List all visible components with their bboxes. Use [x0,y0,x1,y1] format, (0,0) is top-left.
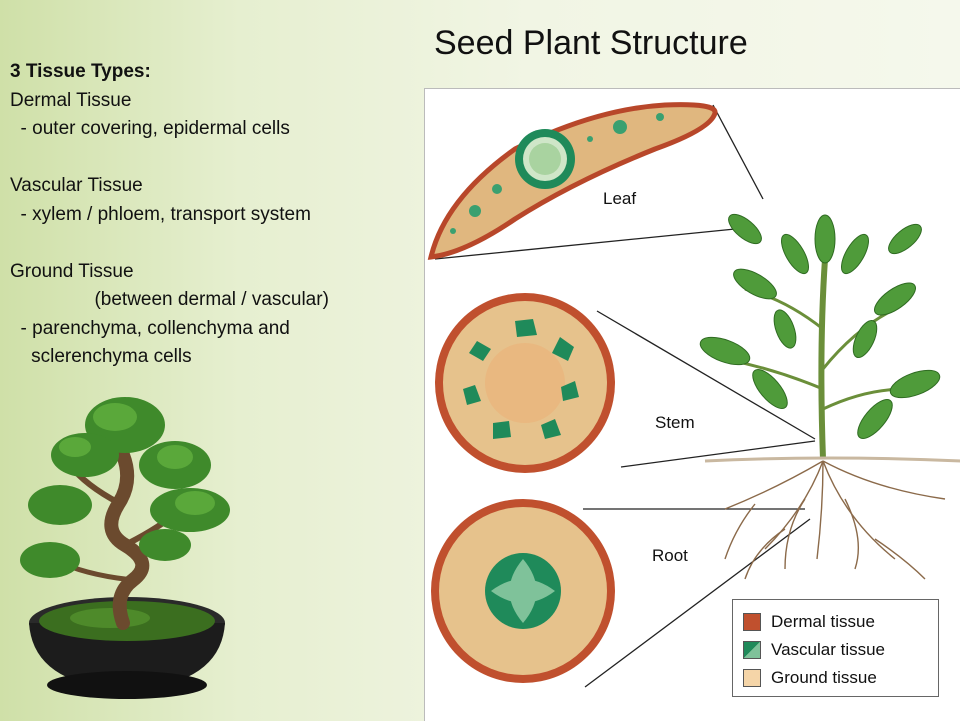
root-cross-section [431,499,615,683]
legend-item-dermal: Dermal tissue [743,608,938,636]
text-line: Vascular Tissue [10,175,143,196]
dermal-swatch [743,613,761,631]
leaf-label: Leaf [603,189,637,208]
plant-structure-diagram: Leaf Stem Root Dermal tissue Vascular ti… [424,88,960,721]
tissue-types-text: 3 Tissue Types: Dermal Tissue - outer co… [10,58,420,372]
tissue-types-heading: 3 Tissue Types: [10,61,151,82]
text-line: - parenchyma, collenchyma and [10,317,290,339]
text-gap [10,144,420,173]
root-label: Root [652,546,688,565]
text-line: - xylem / phloem, transport system [10,203,311,225]
text-line: Dermal Tissue [10,89,132,111]
vascular-swatch [743,641,761,659]
bonsai-tree-image [20,397,230,699]
whole-plant-illustration [699,213,960,580]
text-line: Ground Tissue [10,260,134,282]
legend-label: Dermal tissue [771,612,875,631]
stem-label: Stem [655,413,695,432]
slide-title: Seed Plant Structure [434,24,748,62]
leaf-cross-section [427,102,718,260]
tissue-legend: Dermal tissue Vascular tissue Ground tis… [732,599,939,697]
text-line: sclerenchyma cells [10,346,192,367]
text-line: (between dermal / vascular) [10,289,329,310]
legend-label: Ground tissue [771,668,877,687]
text-gap [10,229,420,258]
legend-item-ground: Ground tissue [743,664,938,692]
legend-item-vascular: Vascular tissue [743,636,938,664]
stem-cross-section [435,293,615,473]
legend-label: Vascular tissue [771,640,886,659]
plant-diagram-svg [427,102,960,688]
ground-swatch [743,669,761,687]
text-line: - outer covering, epidermal cells [10,118,290,139]
